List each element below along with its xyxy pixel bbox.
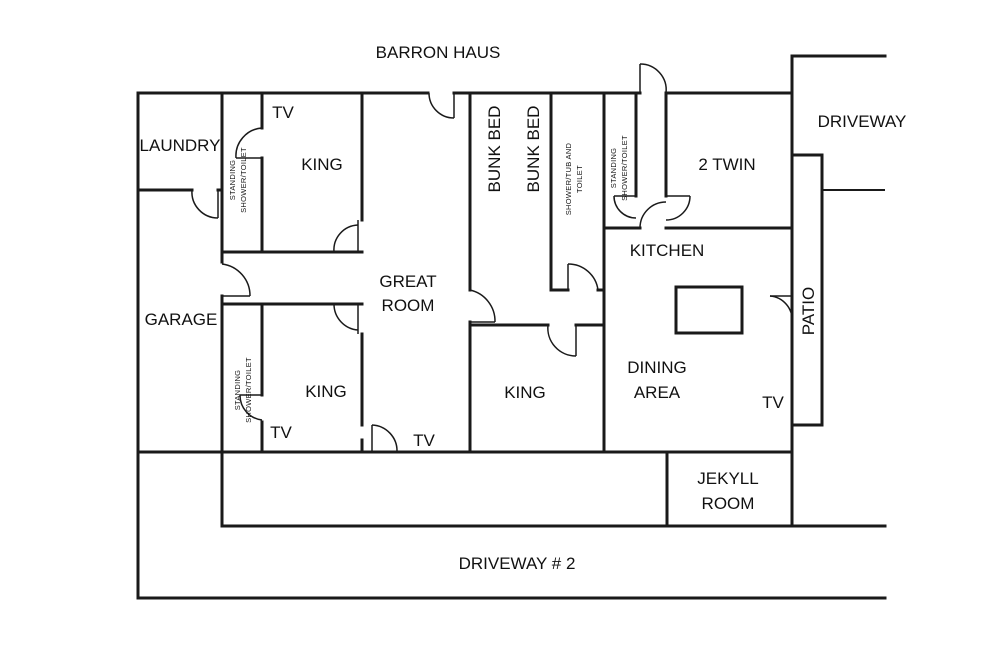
great-room-label-line2: ROOM xyxy=(382,296,435,315)
standing-shower-bottom-line1: STANDING xyxy=(233,370,242,411)
standing-shower-top-line2: SHOWER/TOILET xyxy=(239,147,248,213)
patio-label: PATIO xyxy=(799,287,818,336)
tv-label-bottom-left: TV xyxy=(270,423,292,442)
king-bottom-left-label: KING xyxy=(305,382,347,401)
shower-tub-label-line2: TOILET xyxy=(575,165,584,193)
shower-tub-label-line1: SHOWER/TUB AND xyxy=(564,142,573,215)
jekyll-room-label-line2: ROOM xyxy=(702,494,755,513)
driveway-2-label: DRIVEWAY # 2 xyxy=(459,554,576,573)
great-room-label-line1: GREAT xyxy=(379,272,436,291)
standing-shower-bunk-line2: SHOWER/TOILET xyxy=(620,135,629,201)
two-twin-label: 2 TWIN xyxy=(698,155,755,174)
standing-shower-bottom-line2: SHOWER/TOILET xyxy=(244,357,253,423)
tv-label-top-left: TV xyxy=(272,103,294,122)
laundry-label: LAUNDRY xyxy=(140,136,221,155)
labels: BARRON HAUS LAUNDRY GARAGE KING KING KIN… xyxy=(140,43,907,573)
king-center-label: KING xyxy=(504,383,546,402)
driveway-label: DRIVEWAY xyxy=(818,112,907,131)
kitchen-label: KITCHEN xyxy=(630,241,705,260)
bunk-bed-label-1: BUNK BED xyxy=(485,106,504,193)
jekyll-room-label-line1: JEKYLL xyxy=(697,469,758,488)
tv-label-great-room: TV xyxy=(413,431,435,450)
dining-area-label-line1: DINING xyxy=(627,358,687,377)
standing-shower-top-line1: STANDING xyxy=(228,160,237,201)
walls xyxy=(136,54,887,600)
bunk-bed-label-2: BUNK BED xyxy=(524,106,543,193)
king-top-left-label: KING xyxy=(301,155,343,174)
tv-label-dining: TV xyxy=(762,393,784,412)
dining-area-label-line2: AREA xyxy=(634,383,681,402)
standing-shower-bunk-line1: STANDING xyxy=(609,148,618,189)
garage-label: GARAGE xyxy=(145,310,218,329)
plan-title: BARRON HAUS xyxy=(376,43,501,62)
doors xyxy=(191,63,793,453)
